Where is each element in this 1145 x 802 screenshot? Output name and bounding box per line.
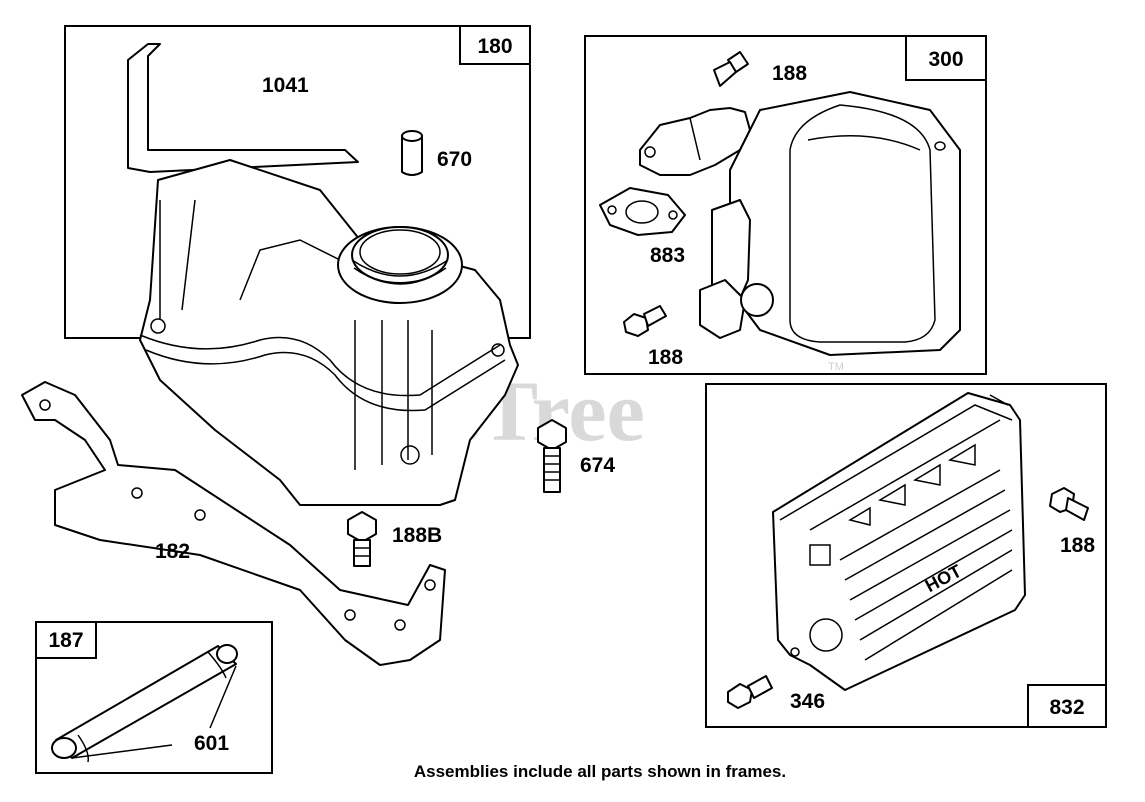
part-188-bolt-mid[interactable] <box>623 305 667 337</box>
label-182: 182 <box>155 540 190 563</box>
label-1041: 1041 <box>262 74 309 97</box>
part-muffler[interactable] <box>639 91 961 356</box>
frame-300[interactable]: 300 <box>584 35 987 375</box>
part-fuel-tank[interactable] <box>139 159 519 506</box>
part-670-sleeve[interactable] <box>401 130 423 176</box>
part-188B-bolt[interactable] <box>347 511 377 567</box>
part-182-bracket[interactable] <box>21 381 446 666</box>
label-188-top: 188 <box>772 62 807 85</box>
part-883-gasket[interactable] <box>599 187 686 236</box>
part-1041-rod[interactable] <box>127 43 359 173</box>
frame-180-label: 180 <box>477 35 512 58</box>
frame-832-label: 832 <box>1049 696 1084 719</box>
part-muffler-shield[interactable]: HOT <box>772 392 1026 691</box>
label-188-mid: 188 <box>648 346 683 369</box>
frame-187[interactable]: 187 <box>35 621 273 774</box>
part-188-bolt-right[interactable] <box>1049 487 1089 521</box>
part-188-bolt-top[interactable] <box>713 51 749 87</box>
part-601-fuel-line[interactable] <box>51 644 238 763</box>
label-346: 346 <box>790 690 825 713</box>
label-188-right: 188 <box>1060 534 1095 557</box>
label-188B: 188B <box>392 524 442 547</box>
label-883: 883 <box>650 244 685 267</box>
part-346-bolt[interactable] <box>727 675 773 709</box>
label-670: 670 <box>437 148 472 171</box>
watermark-trademark: TM <box>828 361 844 373</box>
label-601: 601 <box>194 732 229 755</box>
frame-187-label: 187 <box>48 629 83 652</box>
frame-300-label: 300 <box>928 48 963 71</box>
frame-832[interactable]: 832 <box>705 383 1107 728</box>
part-674-bolt[interactable] <box>537 419 567 493</box>
label-674: 674 <box>580 454 615 477</box>
footnote: Assemblies include all parts shown in fr… <box>414 762 786 781</box>
